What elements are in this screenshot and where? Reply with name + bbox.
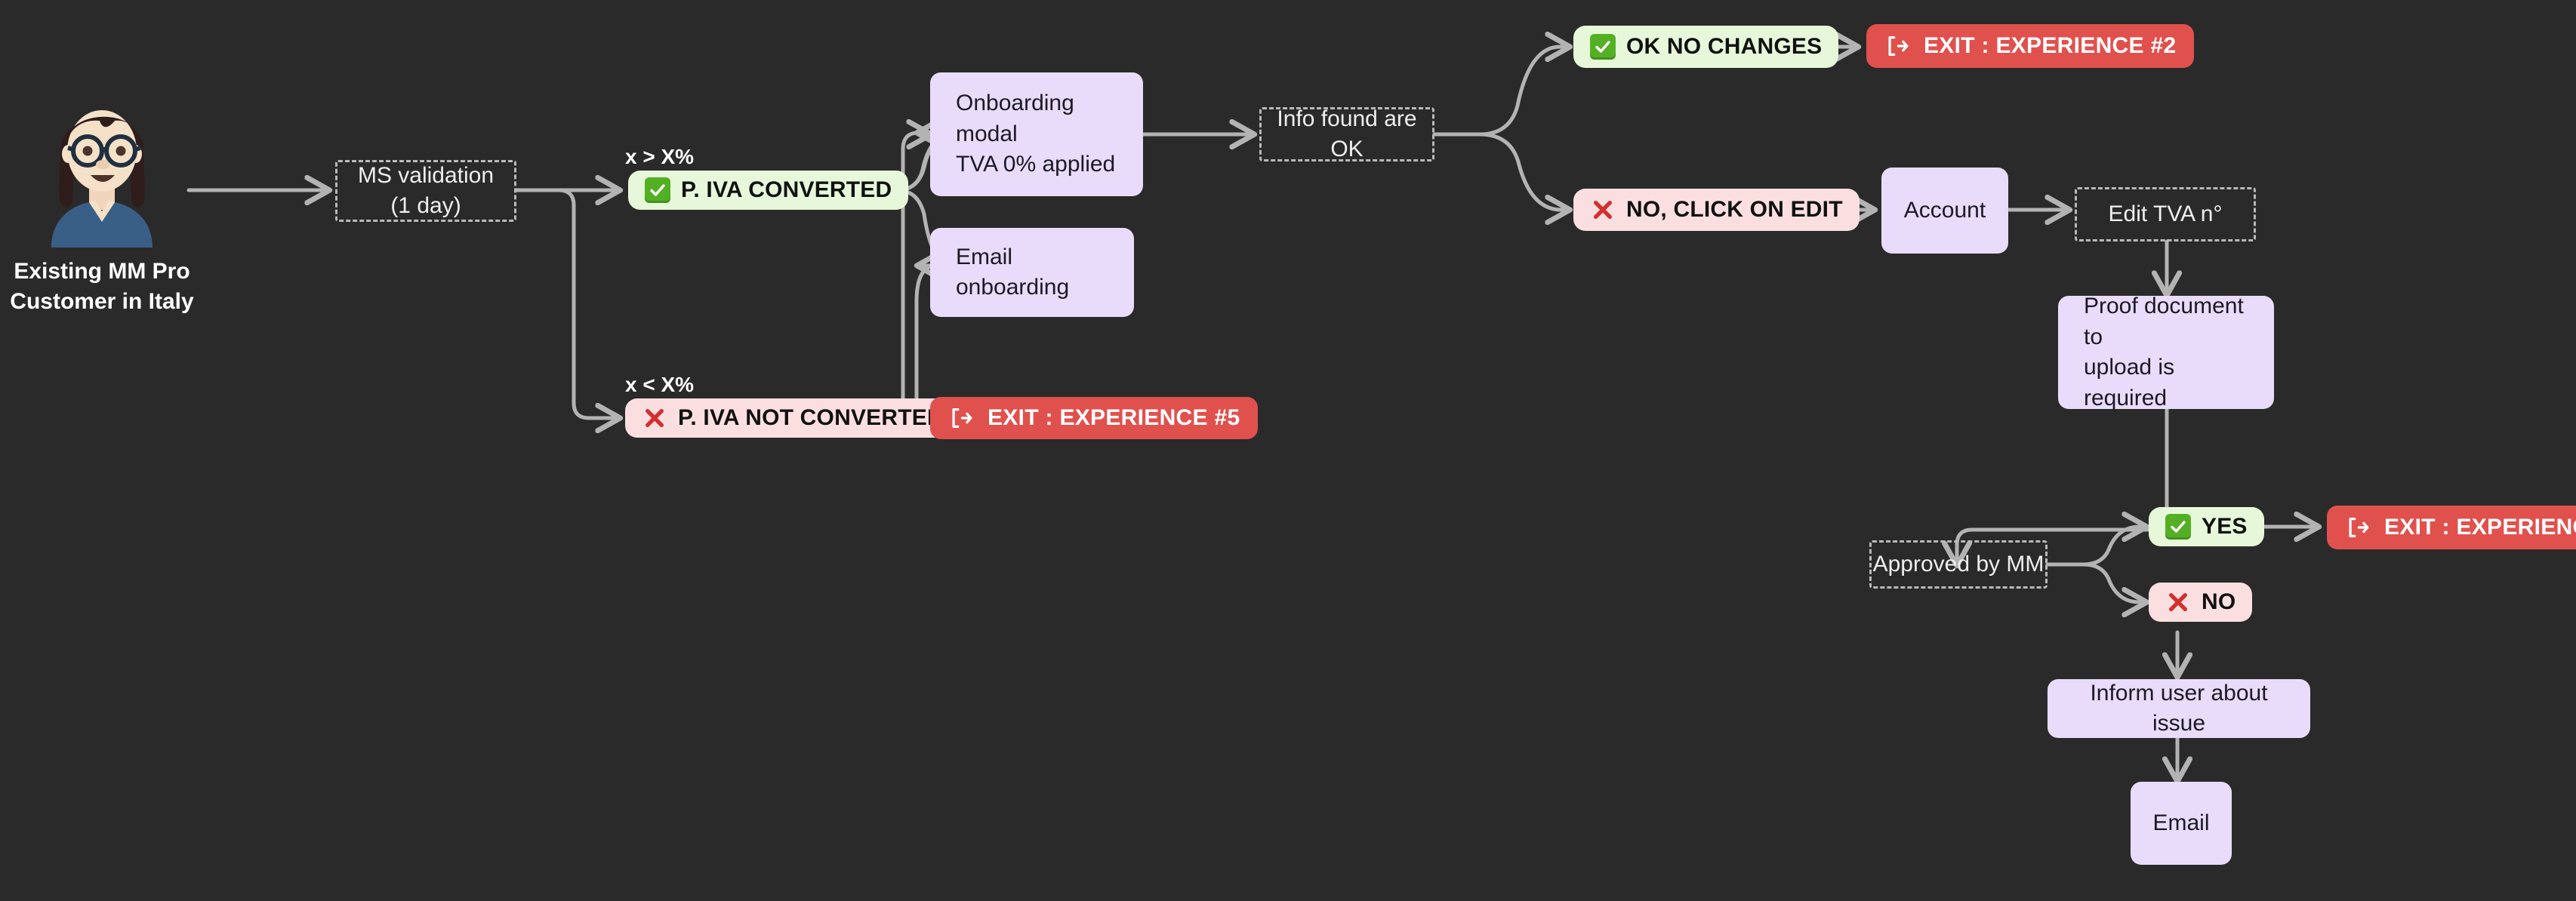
check-mark-icon — [2165, 514, 2191, 540]
node-no-click-on-edit-label: NO, CLICK ON EDIT — [1626, 197, 1843, 222]
node-exit-experience-4[interactable]: EXIT : EXPERIENCE #4 — [2327, 506, 2576, 549]
node-p-iva-not-converted[interactable]: P. IVA NOT CONVERTED — [625, 398, 960, 438]
node-yes-label: YES — [2202, 514, 2248, 539]
node-no-click-on-edit[interactable]: NO, CLICK ON EDIT — [1573, 189, 1860, 231]
node-p-iva-converted-label: P. IVA CONVERTED — [681, 177, 892, 202]
edge-label-x-greater: x > X% — [625, 145, 695, 168]
edge-info-ok-to-ok-no-changes — [1432, 47, 1569, 137]
node-no[interactable]: NO — [2149, 583, 2253, 622]
edge-approved-to-no — [2045, 562, 2146, 602]
person-avatar-icon — [51, 110, 153, 248]
node-no-label: NO — [2202, 589, 2236, 614]
node-ok-no-changes-label: OK NO CHANGES — [1626, 34, 1823, 59]
node-ok-no-changes[interactable]: OK NO CHANGES — [1573, 26, 1839, 68]
node-info-found-are-ok[interactable]: Info found are OK — [1259, 106, 1434, 161]
node-p-iva-not-converted-label: P. IVA NOT CONVERTED — [678, 405, 944, 430]
node-exit-experience-2-label: EXIT : EXPERIENCE #2 — [1924, 33, 2177, 58]
node-edit-tva-label: Edit TVA n° — [2108, 201, 2223, 226]
node-inform-user-label: Inform user about issue — [2090, 680, 2268, 736]
node-account[interactable]: Account — [1881, 168, 2008, 254]
node-info-found-are-ok-label: Info found are OK — [1277, 106, 1417, 162]
cross-mark-icon — [1590, 197, 1616, 223]
sign-out-icon — [1884, 33, 1910, 59]
node-email-onboarding[interactable]: Email onboarding — [930, 228, 1134, 317]
check-mark-icon — [1590, 34, 1616, 60]
actor-avatar — [30, 81, 174, 248]
node-ms-validation[interactable]: MS validation (1 day) — [335, 160, 516, 222]
actor-caption: Existing MM Pro Customer in Italy — [10, 259, 194, 314]
sign-out-icon — [948, 405, 974, 431]
node-proof-document[interactable]: Proof document to upload is required — [2058, 294, 2274, 411]
node-exit-experience-2[interactable]: EXIT : EXPERIENCE #2 — [1866, 24, 2195, 68]
node-email-onboarding-label: Email onboarding — [956, 244, 1070, 300]
node-approved-by-mm[interactable]: Approved by MM — [1869, 540, 2048, 589]
node-onboarding-modal[interactable]: Onboarding modal TVA 0% applied — [930, 72, 1143, 196]
node-email[interactable]: Email — [2131, 782, 2232, 865]
node-exit-experience-5-label: EXIT : EXPERIENCE #5 — [988, 405, 1240, 430]
edge-info-ok-to-no-click-edit — [1432, 132, 1569, 210]
node-proof-document-label: Proof document to upload is required — [2084, 294, 2244, 411]
node-ms-validation-label: MS validation (1 day) — [357, 162, 495, 219]
node-approved-by-mm-label: Approved by MM — [1872, 551, 2044, 577]
node-email-label: Email — [2152, 810, 2210, 835]
node-p-iva-converted[interactable]: P. IVA CONVERTED — [628, 171, 909, 210]
node-edit-tva[interactable]: Edit TVA n° — [2075, 187, 2256, 241]
edge-label-x-less: x < X% — [625, 373, 695, 396]
node-inform-user[interactable]: Inform user about issue — [2048, 679, 2310, 738]
cross-mark-icon — [642, 405, 667, 431]
check-mark-icon — [645, 177, 670, 203]
node-exit-experience-5[interactable]: EXIT : EXPERIENCE #5 — [930, 397, 1259, 439]
node-yes[interactable]: YES — [2149, 507, 2264, 546]
cross-mark-icon — [2165, 589, 2191, 615]
edge-ms-to-not-converted — [514, 188, 619, 418]
node-onboarding-modal-label: Onboarding modal TVA 0% applied — [956, 91, 1116, 177]
sign-out-icon — [2345, 515, 2371, 540]
node-account-label: Account — [1903, 197, 1986, 223]
edge-approved-to-yes — [2045, 527, 2146, 567]
node-exit-experience-4-label: EXIT : EXPERIENCE #4 — [2384, 515, 2576, 540]
